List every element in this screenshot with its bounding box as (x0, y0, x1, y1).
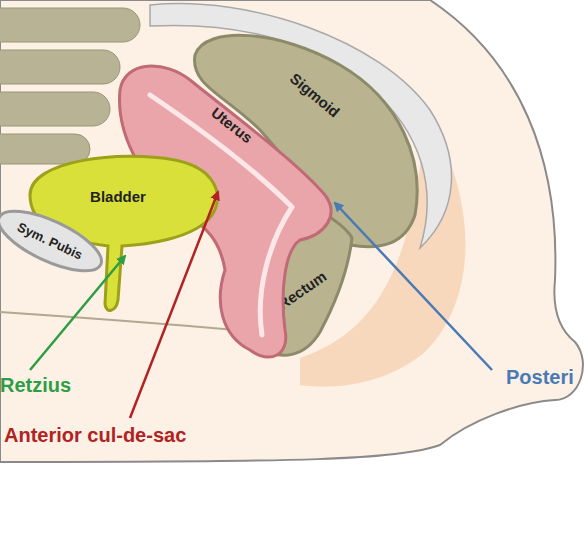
bowel-loop (0, 134, 90, 164)
bowel-loop (0, 50, 120, 84)
symphysis-pubis: Sym. Pubis (0, 200, 108, 282)
organ-fill (237, 212, 352, 355)
space-label: Retzius (0, 374, 71, 397)
organ-label: Bladder (90, 188, 146, 205)
space-label: Posteri (506, 366, 574, 389)
bowel-loop (0, 92, 110, 126)
organ-fill (0, 199, 109, 283)
space-label: Anterior cul-de-sac (4, 424, 186, 447)
bowel-loop (0, 8, 140, 42)
